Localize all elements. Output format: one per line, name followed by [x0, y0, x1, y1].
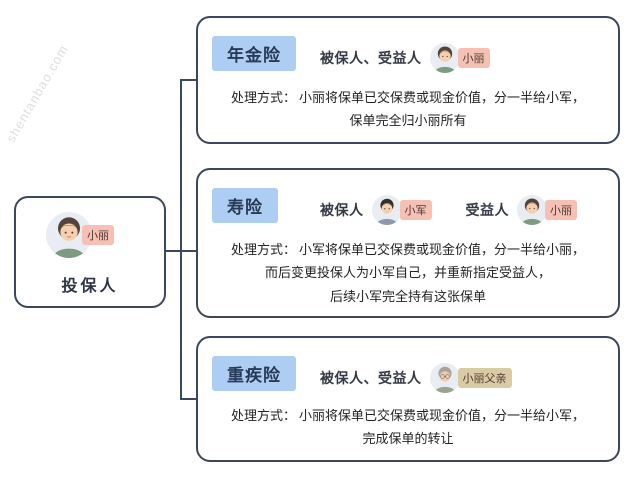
xiaoli-avatar [517, 195, 547, 225]
beneficiary-group: 受益人 小丽 [465, 195, 577, 225]
handling-label: 处理方式： [230, 242, 296, 257]
watermark-text: shentanbao.com [3, 42, 72, 145]
handling-line: 处理方式：小军将保单已交保费或现金价值，分一半给小丽， [222, 238, 594, 261]
critical-illness-party-row: 被保人、受益人 小丽父亲 [320, 362, 512, 394]
handling-line-2: 而后变更投保人为小军自己，并重新指定受益人， [264, 265, 551, 281]
life-card: 寿险 被保人 小军 受益人 [196, 168, 620, 318]
handling-line-1: 小丽将保单已交保费或现金价值，分一半给小军， [299, 90, 586, 105]
handling-line-1: 小军将保单已交保费或现金价值，分一半给小丽， [299, 242, 586, 257]
annuity-title-badge: 年金险 [212, 36, 296, 71]
policyholder-avatar-row: 小丽 [46, 212, 114, 258]
connector-line [180, 79, 182, 400]
life-party-row: 被保人 小军 受益人 [320, 194, 577, 226]
life-title-badge: 寿险 [212, 188, 278, 223]
handling-text: 处理方式：小军将保单已交保费或现金价值，分一半给小丽， 而后变更投保人为小军自己… [222, 238, 594, 308]
critical-illness-card: 重疾险 被保人、受益人 小丽父亲 处理方式：小丽将保单已交保费或现金价值，分一半… [196, 336, 620, 462]
xiaoli-avatar [429, 43, 460, 73]
handling-text: 处理方式：小丽将保单已交保费或现金价值，分一半给小军， 完成保单的转让 [222, 404, 594, 451]
policyholder-card: 小丽 投保人 [14, 196, 166, 308]
handling-label: 处理方式： [230, 408, 296, 423]
policyholder-role-label: 投保人 [61, 278, 119, 295]
annuity-party-row: 被保人、受益人 小丽 [320, 42, 490, 74]
handling-line: 处理方式：小丽将保单已交保费或现金价值，分一半给小军， [222, 86, 594, 109]
party-label: 被保人、受益人 [320, 370, 422, 386]
name-badge: 小丽 [545, 200, 577, 220]
name-badge: 小丽 [82, 225, 114, 245]
name-badge: 小军 [399, 200, 432, 220]
father-avatar [429, 363, 460, 393]
handling-text: 处理方式：小丽将保单已交保费或现金价值，分一半给小军， 保单完全归小丽所有 [222, 86, 594, 133]
name-badge: 小丽父亲 [457, 368, 512, 388]
insured-label: 被保人 [320, 202, 364, 218]
annuity-card: 年金险 被保人、受益人 小丽 处理方式：小丽将保单已交保费或现金价值，分一半给小… [196, 16, 620, 144]
xiaojun-avatar [371, 195, 402, 225]
connector-line [182, 79, 196, 81]
xiaoli-avatar [46, 212, 92, 258]
name-badge: 小丽 [457, 48, 490, 68]
handling-line-2: 完成保单的转让 [362, 431, 454, 447]
handling-line-1: 小丽将保单已交保费或现金价值，分一半给小军， [299, 408, 586, 423]
handling-line-3: 后续小军完全持有这张保单 [329, 288, 486, 304]
connector-line [182, 398, 196, 400]
party-label: 被保人、受益人 [320, 50, 422, 66]
handling-line: 处理方式：小丽将保单已交保费或现金价值，分一半给小军， [222, 404, 594, 427]
critical-illness-title-badge: 重疾险 [212, 356, 296, 391]
handling-line-2: 保单完全归小丽所有 [349, 113, 467, 129]
handling-label: 处理方式： [230, 90, 296, 105]
beneficiary-label: 受益人 [465, 202, 509, 218]
